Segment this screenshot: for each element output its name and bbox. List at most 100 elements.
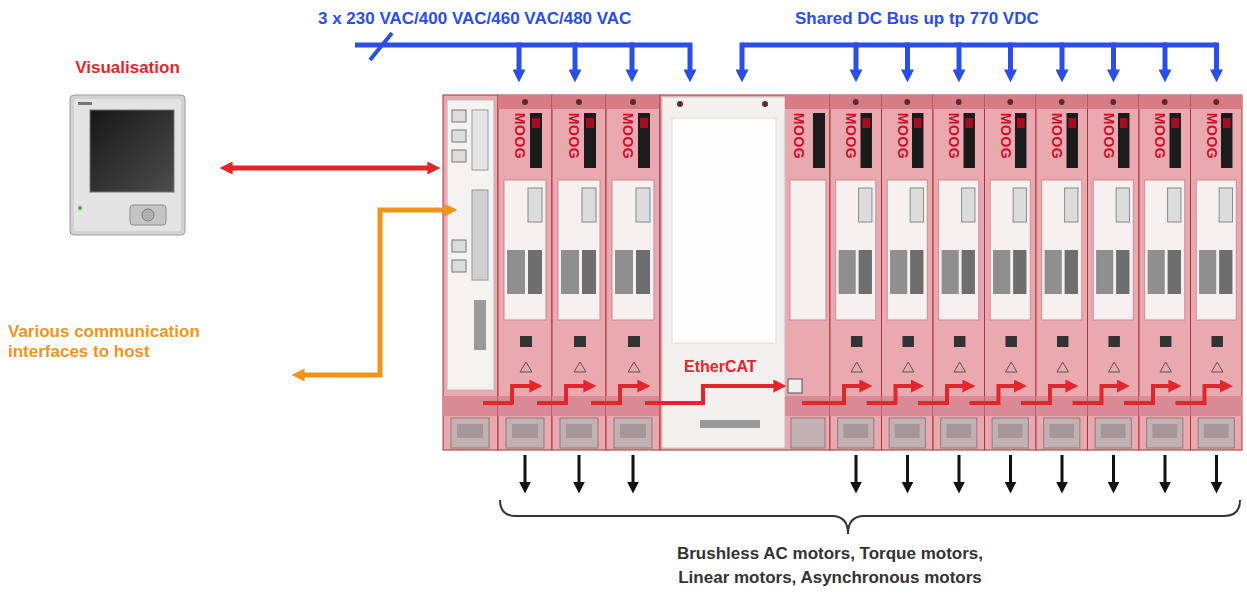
hmi-illustration bbox=[78, 102, 92, 105]
controller-module bbox=[443, 396, 498, 416]
ac-supply-bus bbox=[355, 33, 690, 72]
dc-bus-label: Shared DC Bus up tp 770 VDC bbox=[795, 9, 1039, 29]
power-supply-module bbox=[788, 379, 802, 393]
ethercat-chain bbox=[645, 386, 776, 403]
controller-module bbox=[443, 95, 498, 450]
dc-bus bbox=[1214, 43, 1219, 73]
controller-module bbox=[452, 110, 466, 122]
controller-module bbox=[474, 300, 486, 350]
ac-supply-bus bbox=[370, 33, 392, 60]
power-supply-module bbox=[662, 97, 785, 448]
host-link-arrow bbox=[302, 210, 447, 375]
visualisation-link-arrow bbox=[230, 166, 430, 171]
drive-modules-right bbox=[830, 95, 1242, 450]
moog-logo: MOOG bbox=[1152, 113, 1169, 159]
hmi-illustration bbox=[74, 99, 181, 231]
supply-voltage-label: 3 x 230 VAC/400 VAC/460 VAC/480 VAC bbox=[318, 9, 631, 29]
moog-logo: MOOG bbox=[843, 113, 860, 159]
ethercat-chain bbox=[1021, 386, 1068, 403]
motor-output-arrows bbox=[578, 455, 581, 484]
hmi-illustration bbox=[70, 95, 185, 235]
ethercat-chain bbox=[918, 386, 965, 403]
node-heading: Visualisation bbox=[62, 58, 193, 78]
controller-module bbox=[472, 190, 488, 280]
drive-modules-right bbox=[1088, 95, 1139, 450]
motor-output-arrows bbox=[958, 455, 961, 484]
drive-modules-right bbox=[985, 95, 1036, 450]
moog-logo: MOOG bbox=[997, 113, 1014, 159]
dc-bus bbox=[1060, 43, 1065, 73]
hmi-illustration bbox=[130, 205, 166, 225]
hmi-illustration bbox=[70, 95, 185, 235]
drive-modules-left bbox=[498, 95, 552, 450]
motor-output-arrows bbox=[525, 455, 1217, 484]
controller-module bbox=[452, 260, 466, 272]
ac-supply-bus bbox=[355, 45, 690, 72]
controller-module bbox=[443, 95, 498, 450]
power-supply-module bbox=[813, 113, 825, 168]
ethercat-label: EtherCAT bbox=[684, 357, 757, 376]
moog-logo: MOOG bbox=[512, 113, 529, 159]
motor-brace bbox=[500, 500, 1240, 534]
power-supply-module bbox=[791, 418, 825, 448]
ethercat-chain bbox=[1073, 386, 1120, 403]
motor-output-arrows bbox=[632, 455, 635, 484]
motor-output-arrows bbox=[524, 455, 527, 484]
hmi-illustration bbox=[78, 206, 82, 210]
moog-logo: MOOG bbox=[894, 113, 911, 159]
ethercat-chain bbox=[867, 386, 914, 403]
host-link-arrow bbox=[302, 210, 447, 375]
drive-modules-left bbox=[552, 95, 606, 450]
drive-modules-right bbox=[830, 95, 881, 450]
motor-brace bbox=[500, 500, 1240, 534]
motor-output-arrows bbox=[1061, 455, 1064, 484]
dc-bus bbox=[742, 43, 1217, 73]
power-supply-module bbox=[762, 101, 768, 107]
ethercat-chain bbox=[1176, 386, 1223, 403]
motor-output-arrows bbox=[855, 455, 858, 484]
motor-output-arrows bbox=[1164, 455, 1167, 484]
power-supply-module bbox=[785, 95, 830, 109]
dc-bus bbox=[905, 43, 910, 73]
power-supply-module bbox=[660, 95, 830, 450]
power-supply-module bbox=[790, 180, 826, 320]
moog-logo: MOOG bbox=[1203, 113, 1220, 159]
power-supply-module bbox=[785, 396, 830, 416]
drive-modules-right bbox=[882, 95, 933, 450]
dc-bus bbox=[1008, 43, 1013, 73]
power-supply-module bbox=[700, 420, 760, 428]
drive-modules-right bbox=[933, 95, 984, 450]
drive-modules-right bbox=[1191, 95, 1242, 450]
controller-module bbox=[452, 240, 466, 252]
host-interface-label: Various communication interfaces to host bbox=[8, 322, 248, 362]
motor-output-arrows bbox=[1215, 455, 1218, 484]
hmi-panel: Visualisation bbox=[62, 58, 193, 240]
dc-bus bbox=[854, 43, 859, 73]
ethercat-chain bbox=[483, 386, 532, 403]
ethercat-chain bbox=[591, 386, 640, 403]
hmi-illustration bbox=[142, 209, 154, 221]
ethercat-chain bbox=[1124, 386, 1171, 403]
moog-logo: MOOG bbox=[946, 113, 963, 159]
moog-logo: MOOG bbox=[1100, 113, 1117, 159]
dc-bus bbox=[742, 43, 1217, 48]
dc-bus bbox=[1163, 43, 1168, 73]
moog-logo: MOOG bbox=[566, 113, 583, 159]
ethercat-chain bbox=[537, 386, 586, 403]
controller-module bbox=[472, 110, 488, 170]
controller-module bbox=[447, 100, 494, 390]
power-supply-module bbox=[672, 118, 776, 343]
motor-output-arrows bbox=[906, 455, 909, 484]
drive-modules-left bbox=[498, 95, 660, 450]
motor-output-arrows bbox=[1112, 455, 1115, 484]
controller-module bbox=[457, 424, 483, 438]
moog-logo: MOOG bbox=[1049, 113, 1066, 159]
dc-bus bbox=[1111, 43, 1116, 73]
ethercat-chain bbox=[483, 386, 1223, 403]
power-supply-module bbox=[677, 101, 683, 107]
drive-modules-right bbox=[1139, 95, 1190, 450]
controller-module bbox=[452, 130, 466, 142]
